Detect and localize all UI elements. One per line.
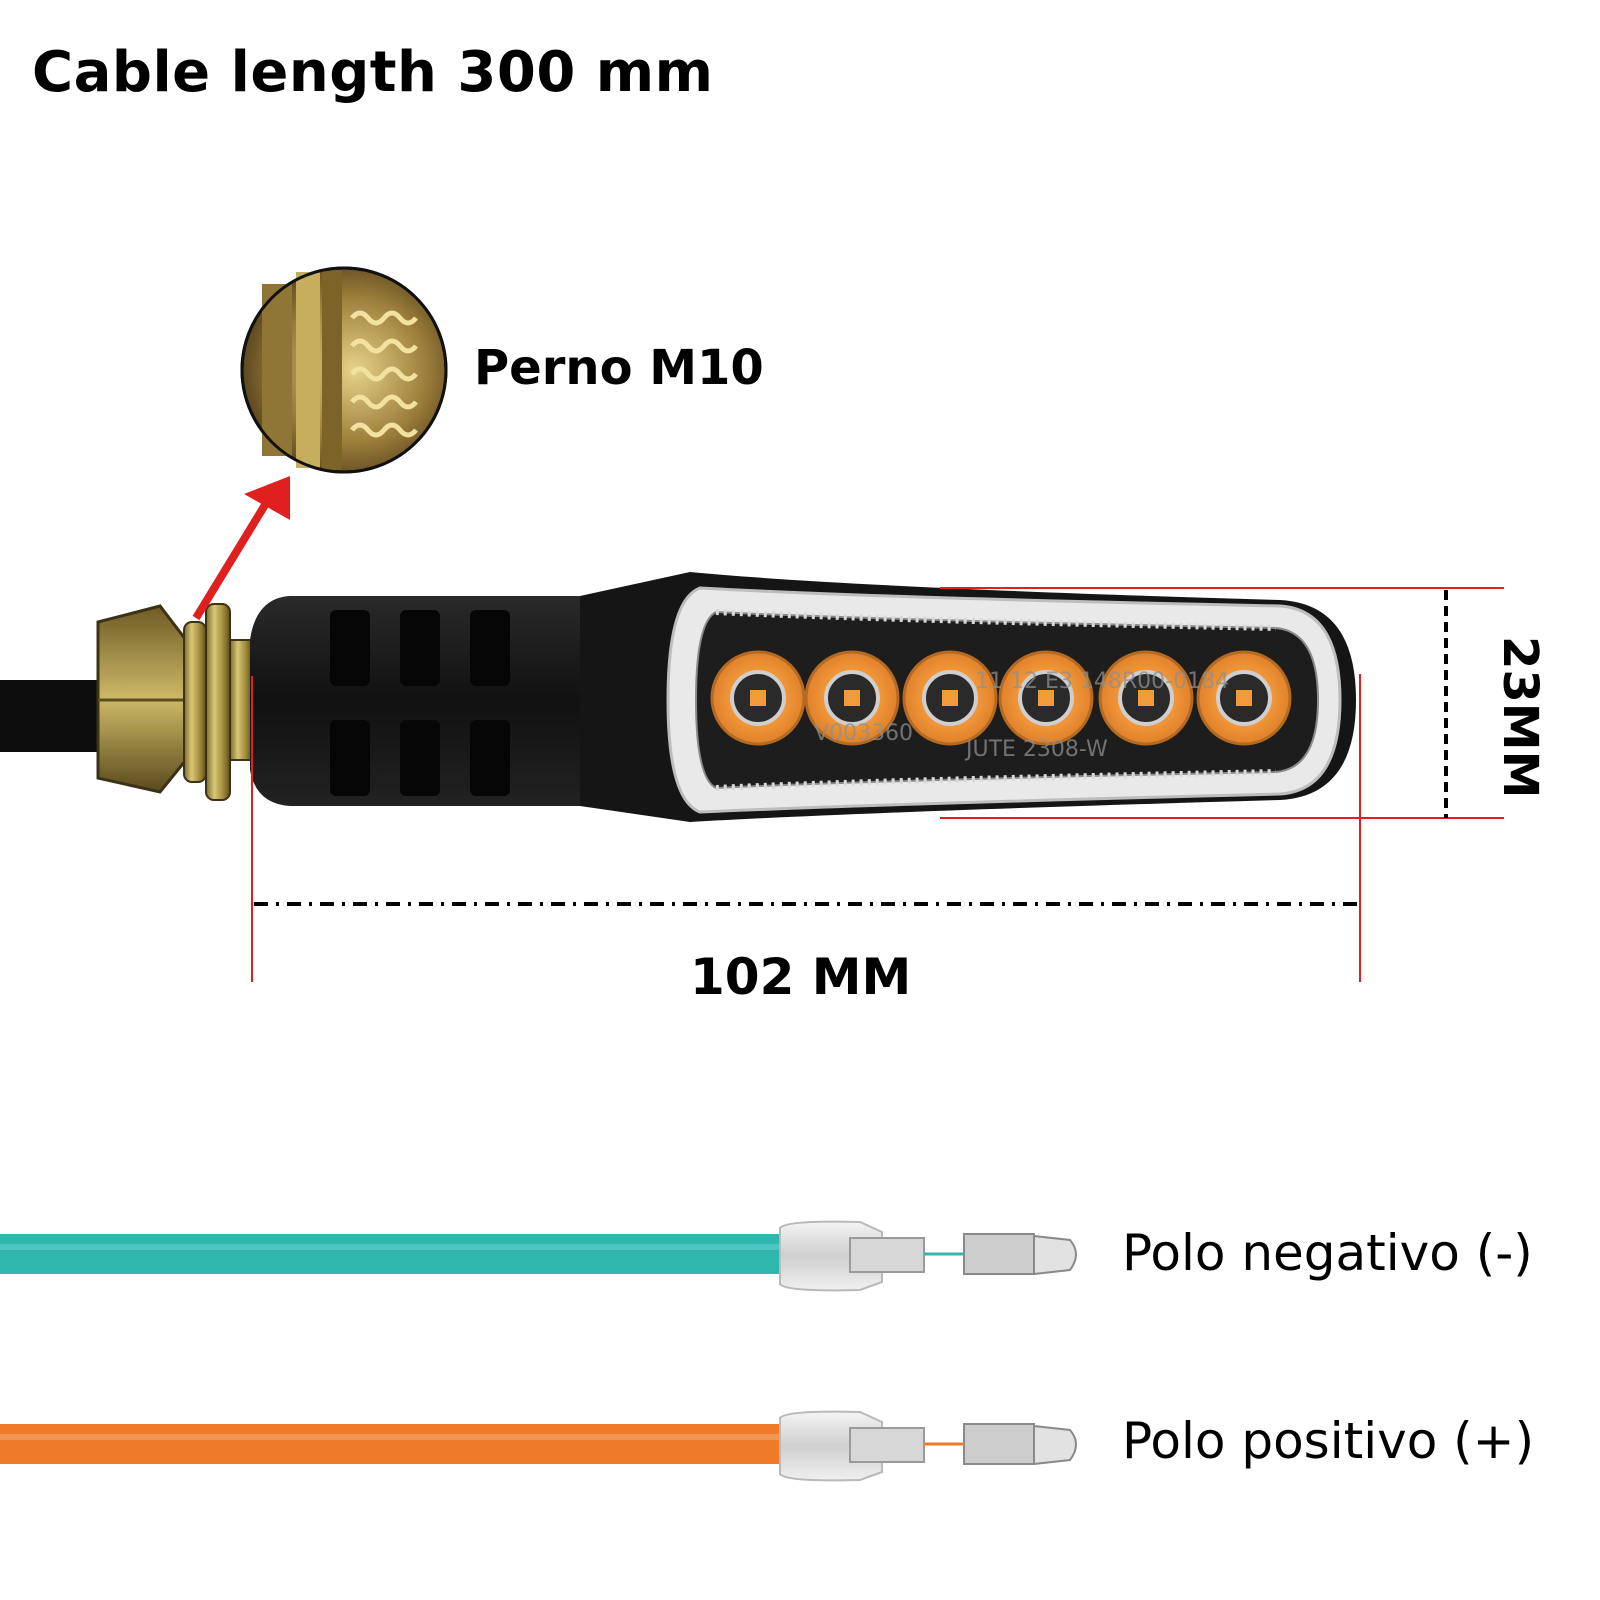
led [804, 650, 900, 746]
lens-marking-line2: JUTE 2308-W [964, 737, 1108, 762]
rubber-stem [250, 596, 590, 806]
bolt-label: Perno M10 [474, 340, 764, 396]
negative-wire [0, 1234, 790, 1274]
main-cable [0, 680, 110, 752]
page-title: Cable length 300 mm [32, 40, 714, 105]
positive-wire-label: Polo positivo (+) [1122, 1412, 1535, 1470]
negative-connector [779, 1220, 1077, 1292]
bolt-zoom-circle [240, 266, 448, 474]
led-row [710, 650, 1292, 746]
bolt-thread [229, 639, 253, 761]
height-dimension-lines [940, 587, 1504, 819]
hex-nut [96, 604, 188, 794]
negative-wire-label: Polo negativo (-) [1122, 1224, 1533, 1282]
positive-connector [779, 1410, 1077, 1482]
positive-wire [0, 1424, 790, 1464]
width-dimension-label: 102 MM [690, 948, 912, 1006]
lens-marking-code: V003360 [814, 721, 913, 746]
led [998, 650, 1094, 746]
led [1098, 650, 1194, 746]
arrow-up-right-icon [192, 476, 290, 621]
width-dimension-lines [251, 674, 1361, 982]
led [710, 650, 806, 746]
led [1196, 650, 1292, 746]
height-dimension-label: 23MM [1492, 636, 1548, 799]
lens-marking-line1: 11 12 E3 148R00-0184 [975, 669, 1229, 694]
washer-2 [205, 603, 231, 801]
washer-1 [183, 621, 207, 783]
led [902, 650, 998, 746]
